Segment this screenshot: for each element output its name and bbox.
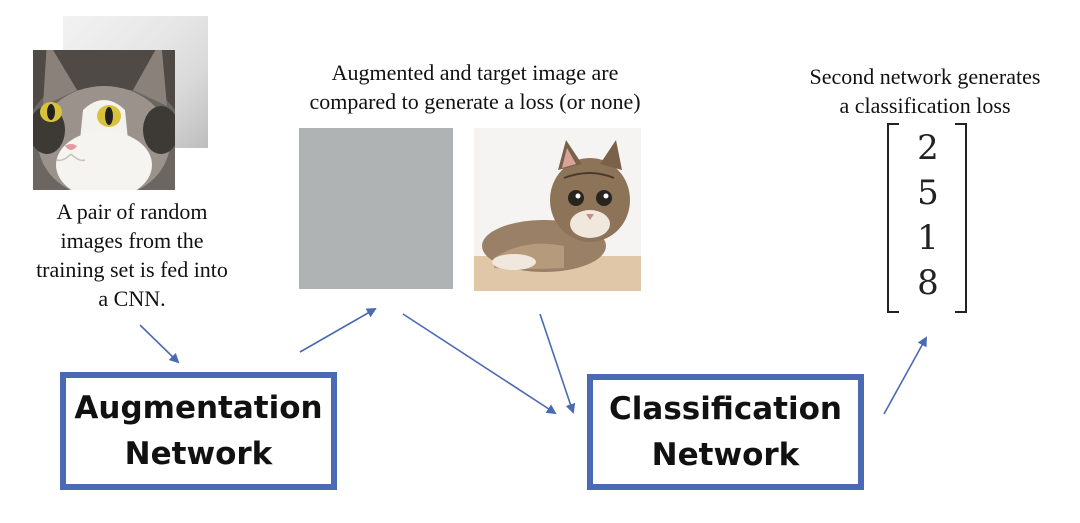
vector-entry: 2 <box>917 128 939 168</box>
arrow-caption-to-augmentation <box>139 324 180 364</box>
classification-vector: 2 5 1 8 <box>900 126 956 306</box>
input-image-front <box>33 50 175 190</box>
augmentation-network-box: Augmentation Network <box>60 372 337 490</box>
vector-entry: 5 <box>917 173 939 213</box>
augmented-image <box>299 128 453 289</box>
vector-entry: 1 <box>917 218 939 258</box>
box-label-line: Augmentation <box>74 390 323 426</box>
second-caption-line: Second network generates <box>809 64 1041 89</box>
box-label-line: Network <box>651 437 800 473</box>
pair-caption-line: images from the <box>60 228 204 253</box>
box-label-line: Classification <box>609 391 842 427</box>
pair-caption-line: A pair of random <box>56 199 208 224</box>
vector-right-bracket <box>955 123 967 313</box>
arrow-augmentation-to-augmented-image <box>299 308 377 353</box>
arrow-augmented-image-to-classification <box>402 313 557 415</box>
vector-entry: 8 <box>917 263 939 303</box>
second-network-caption: Second network generates a classificatio… <box>770 62 1080 120</box>
target-image <box>474 128 641 291</box>
pair-caption-line: training set is fed into <box>36 257 228 282</box>
compare-caption: Augmented and target image are compared … <box>270 58 680 116</box>
classification-network-box: Classification Network <box>587 374 864 490</box>
second-caption-line: a classification loss <box>839 93 1011 118</box>
arrow-classification-to-vector <box>883 336 927 415</box>
compare-caption-line: compared to generate a loss (or none) <box>309 89 641 114</box>
cat-lying-icon <box>474 128 641 291</box>
cat-face-icon <box>33 50 175 190</box>
pair-caption: A pair of random images from the trainin… <box>12 197 252 313</box>
pair-caption-line: a CNN. <box>98 286 166 311</box>
box-label-line: Network <box>124 436 273 472</box>
arrow-target-image-to-classification <box>539 313 576 414</box>
vector-left-bracket <box>887 123 899 313</box>
compare-caption-line: Augmented and target image are <box>331 60 619 85</box>
